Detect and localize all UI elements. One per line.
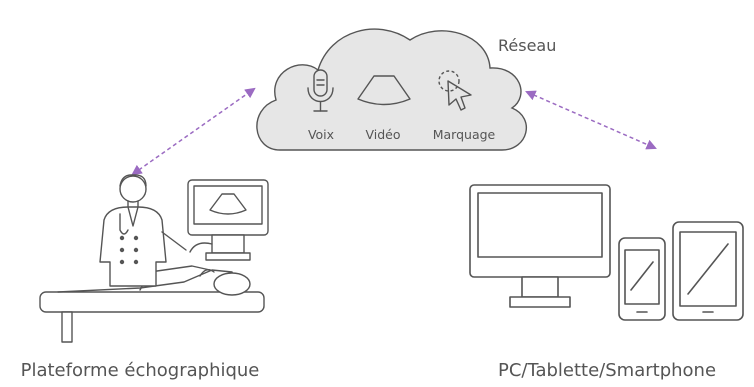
feature-label-video: Vidéo [365,127,401,142]
cloud-title: Réseau [498,36,557,55]
pointer-icon [438,70,472,111]
ultrasound-platform-illustration [39,174,269,343]
devices-illustration [469,184,744,321]
network-cloud [256,28,528,151]
feature-label-voix: Voix [307,127,335,142]
ultrasound-image-icon [357,75,411,106]
ultrasound-platform-label: Plateforme échographique [20,360,260,381]
left-connection-arrow [131,87,256,176]
devices-label: PC/Tablette/Smartphone [497,360,717,381]
microphone-icon [307,69,334,112]
right-connection-arrow [525,90,657,150]
feature-label-marquage: Marquage [432,127,496,142]
